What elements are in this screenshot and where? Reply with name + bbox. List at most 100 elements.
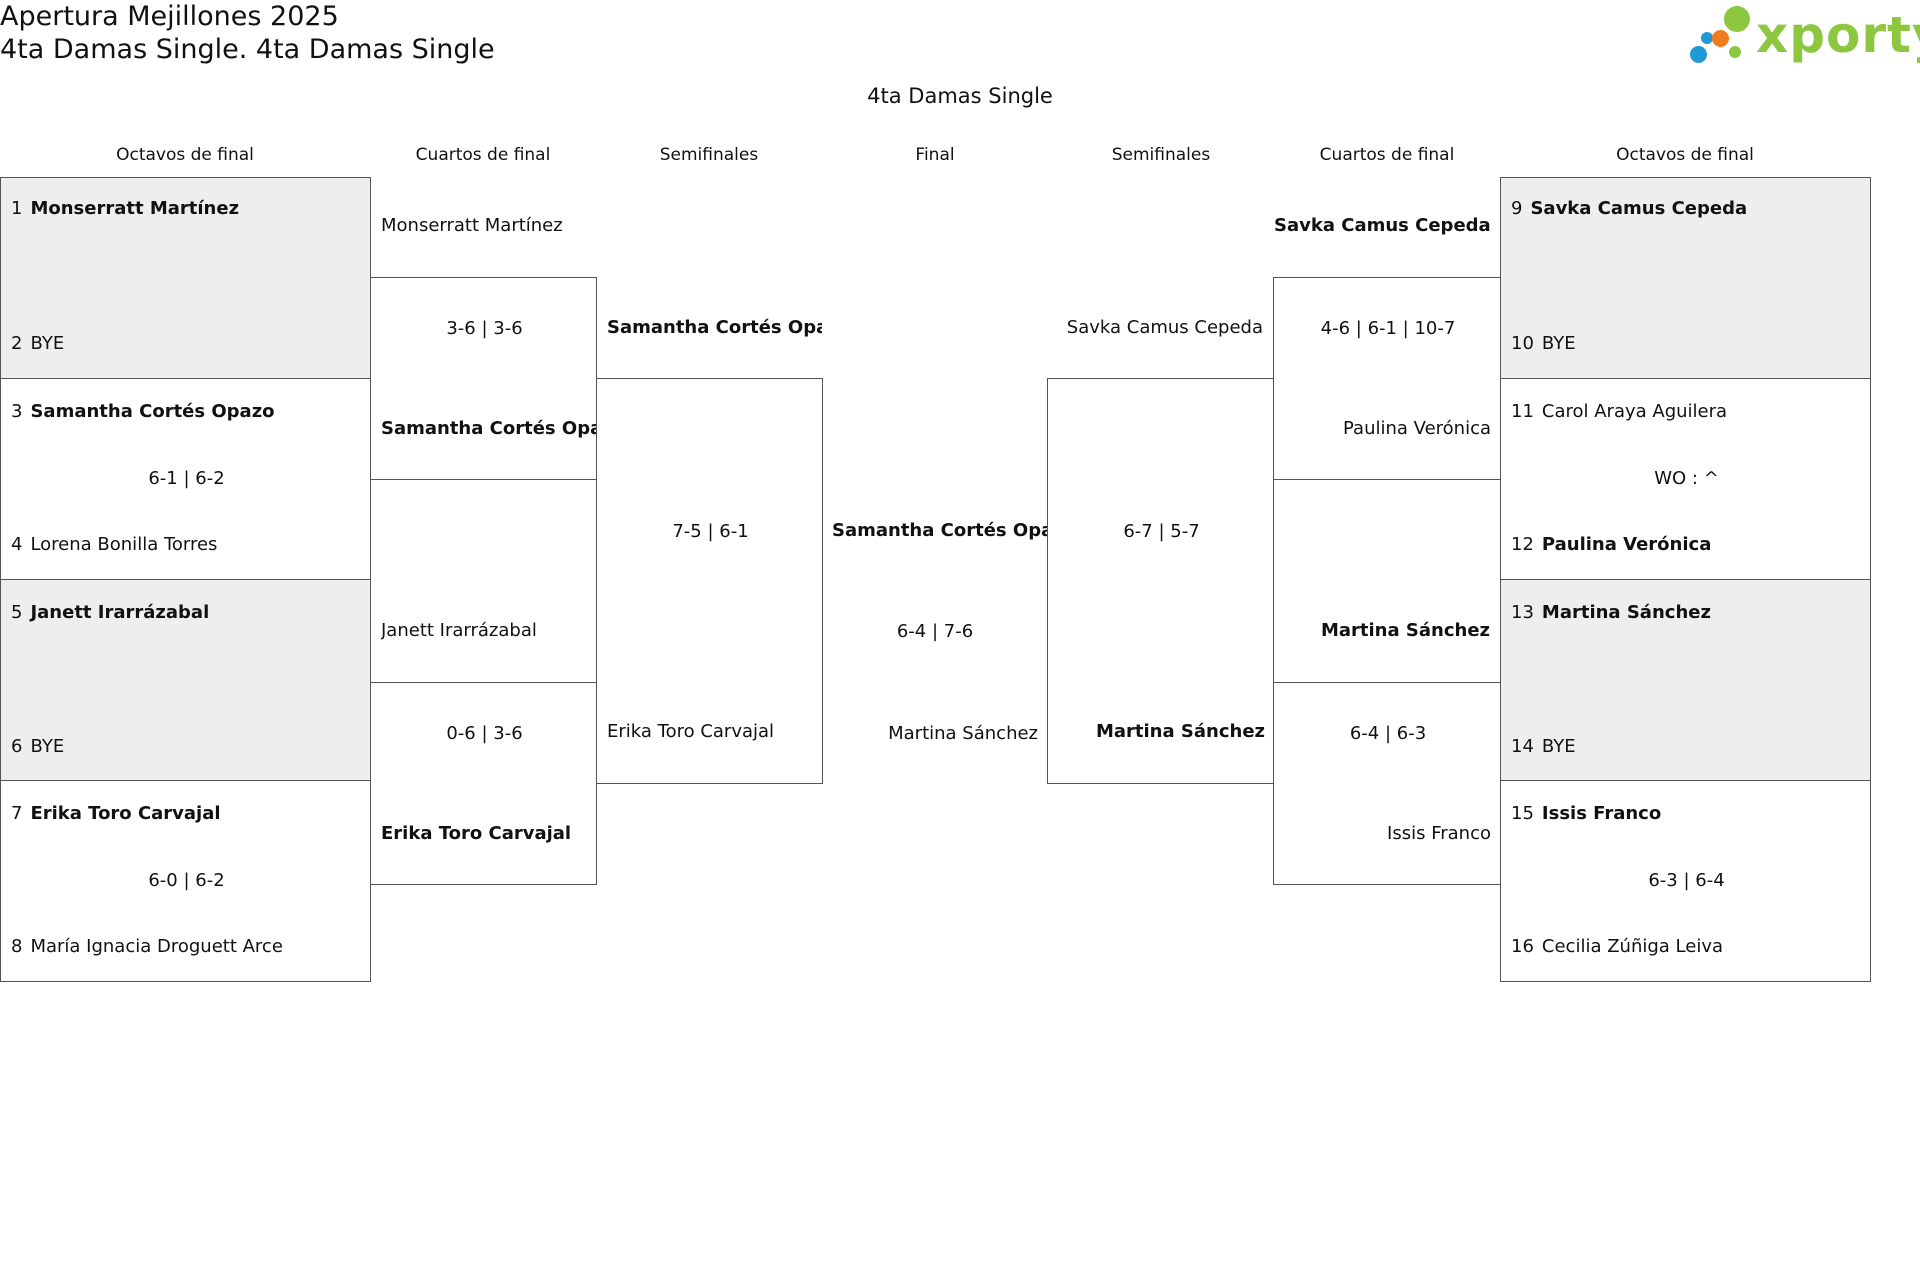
seed-number: 3 <box>11 401 23 422</box>
match-box-r16-2: 3 Samantha Cortés Opazo 6-1 | 6-2 4 Lorena… <box>0 378 371 580</box>
seed-number: 14 <box>1511 736 1534 757</box>
qf-right-top-p2: Paulina Verónica <box>1343 418 1491 439</box>
match-score: WO : ^ <box>1654 468 1719 489</box>
seed-row: 7 Erika Toro Carvajal <box>11 803 221 824</box>
seed-row: 12 Paulina Verónica <box>1511 534 1711 555</box>
qf-left-top-p2: Samantha Cortés Opazo <box>381 418 596 439</box>
seed-number: 1 <box>11 198 23 219</box>
player-name: Savka Camus Cepeda <box>1530 198 1748 219</box>
seed-number: 5 <box>11 602 23 623</box>
seed-row: 10 BYE <box>1511 333 1576 354</box>
seed-number: 7 <box>11 803 23 824</box>
qf-left-bottom-p1: Janett Irarrázabal <box>381 620 537 641</box>
seed-row: 15 Issis Franco <box>1511 803 1661 824</box>
seed-number: 12 <box>1511 534 1534 555</box>
tournament-title: Apertura Mejillones 2025 <box>0 1 339 32</box>
seed-row: 3 Samantha Cortés Opazo <box>11 401 275 422</box>
sf-left-p2: Erika Toro Carvajal <box>607 721 775 742</box>
match-score: 0-6 | 3-6 <box>446 723 523 744</box>
player-name: Cecilia Zúñiga Leiva <box>1541 936 1723 957</box>
qf-left-top-p1: Monserratt Martínez <box>381 215 563 236</box>
seed-row: 13 Martina Sánchez <box>1511 602 1711 623</box>
final-score: 6-4 | 7-6 <box>896 621 974 642</box>
match-score: 6-0 | 6-2 <box>148 870 225 891</box>
match-box-qf-left-bottom: 0-6 | 3-6 Erika Toro Carvajal <box>370 682 597 885</box>
seed-number: 6 <box>11 736 23 757</box>
match-box-sf-left: 7-5 | 6-1 Erika Toro Carvajal <box>596 378 823 784</box>
seed-number: 4 <box>11 534 23 555</box>
seed-row: 11 Carol Araya Aguilera <box>1511 401 1727 422</box>
player-name: Monserratt Martínez <box>30 198 240 219</box>
seed-row: 1 Monserratt Martínez <box>11 198 239 219</box>
seed-row: 4 Lorena Bonilla Torres <box>11 534 217 555</box>
match-score: 6-7 | 5-7 <box>1123 521 1200 542</box>
player-name: Issis Franco <box>1541 803 1662 824</box>
seed-number: 16 <box>1511 936 1534 957</box>
round-header-right-qf: Cuartos de final <box>1319 145 1455 165</box>
match-box-sf-right: 6-7 | 5-7 Martina Sánchez <box>1047 378 1274 784</box>
sf-left-p1: Samantha Cortés Opazo <box>607 317 822 338</box>
qf-right-bottom-p2: Issis Franco <box>1387 823 1491 844</box>
player-name: María Ignacia Droguett Arce <box>30 936 283 957</box>
player-name: BYE <box>1541 333 1576 354</box>
qf-right-top-p1: Savka Camus Cepeda <box>1274 215 1490 236</box>
player-name: Janett Irarrázabal <box>30 602 210 623</box>
qf-left-bottom-p2: Erika Toro Carvajal <box>381 823 572 844</box>
round-header-final: Final <box>915 145 955 165</box>
player-name: Carol Araya Aguilera <box>1541 401 1728 422</box>
seed-row: 8 María Ignacia Droguett Arce <box>11 936 283 957</box>
player-name: Paulina Verónica <box>1541 534 1712 555</box>
player-name: Martina Sánchez <box>1541 602 1711 623</box>
match-box-qf-right-bottom: 6-4 | 6-3 Issis Franco <box>1273 682 1501 885</box>
category-title: 4ta Damas Single. 4ta Damas Single <box>0 34 495 65</box>
seed-row: 14 BYE <box>1511 736 1576 757</box>
round-header-right-r16: Octavos de final <box>1616 145 1754 165</box>
match-score: 4-6 | 6-1 | 10-7 <box>1320 318 1456 339</box>
logo-dot-blue-small <box>1701 32 1713 44</box>
sf-right-p2: Martina Sánchez <box>1095 721 1265 742</box>
logo-dot-orange <box>1712 30 1729 47</box>
player-name: Samantha Cortés Opazo <box>30 401 275 422</box>
seed-number: 10 <box>1511 333 1534 354</box>
seed-number: 15 <box>1511 803 1534 824</box>
seed-row: 9 Savka Camus Cepeda <box>1511 198 1747 219</box>
match-box-qf-left-top: 3-6 | 3-6 Samantha Cortés Opazo <box>370 277 597 480</box>
logo-dot-blue-large <box>1690 46 1707 63</box>
match-box-r16-4: 7 Erika Toro Carvajal 6-0 | 6-2 8 María Ig… <box>0 780 371 982</box>
round-header-right-sf: Semifinales <box>1111 145 1211 165</box>
seed-number: 8 <box>11 936 23 957</box>
player-name: BYE <box>1541 736 1576 757</box>
round-header-left-sf: Semifinales <box>659 145 759 165</box>
logo-text: xporty <box>1756 6 1920 64</box>
seed-number: 9 <box>1511 198 1523 219</box>
final-p2: Martina Sánchez <box>888 723 1038 744</box>
player-name: Erika Toro Carvajal <box>30 803 221 824</box>
match-score: 6-1 | 6-2 <box>148 468 225 489</box>
match-score: 6-4 | 6-3 <box>1349 723 1427 744</box>
draw-title: 4ta Damas Single <box>867 84 1053 108</box>
final-p1: Samantha Cortés Opazo <box>832 520 1048 541</box>
xporty-logo: xporty <box>1690 2 1920 68</box>
seed-number: 13 <box>1511 602 1534 623</box>
match-box-qf-right-top: 4-6 | 6-1 | 10-7 Paulina Verónica <box>1273 277 1501 480</box>
logo-dot-green-large <box>1724 6 1750 32</box>
sf-right-p1: Savka Camus Cepeda <box>1066 317 1263 338</box>
qf-right-bottom-p1: Martina Sánchez <box>1320 620 1490 641</box>
match-box-r16-7: 13 Martina Sánchez 14 BYE <box>1500 579 1871 781</box>
seed-number: 11 <box>1511 401 1534 422</box>
round-header-left-r16: Octavos de final <box>116 145 254 165</box>
match-score: 7-5 | 6-1 <box>672 521 749 542</box>
logo-dot-green-small <box>1729 46 1741 58</box>
match-score: 3-6 | 3-6 <box>446 318 523 339</box>
match-box-r16-5: 9 Savka Camus Cepeda 10 BYE <box>1500 177 1871 379</box>
match-box-r16-6: 11 Carol Araya Aguilera WO : ^ 12 Paulina … <box>1500 378 1871 580</box>
seed-row: 5 Janett Irarrázabal <box>11 602 209 623</box>
seed-row: 16 Cecilia Zúñiga Leiva <box>1511 936 1723 957</box>
player-name: BYE <box>30 333 65 354</box>
player-name: Lorena Bonilla Torres <box>30 534 218 555</box>
